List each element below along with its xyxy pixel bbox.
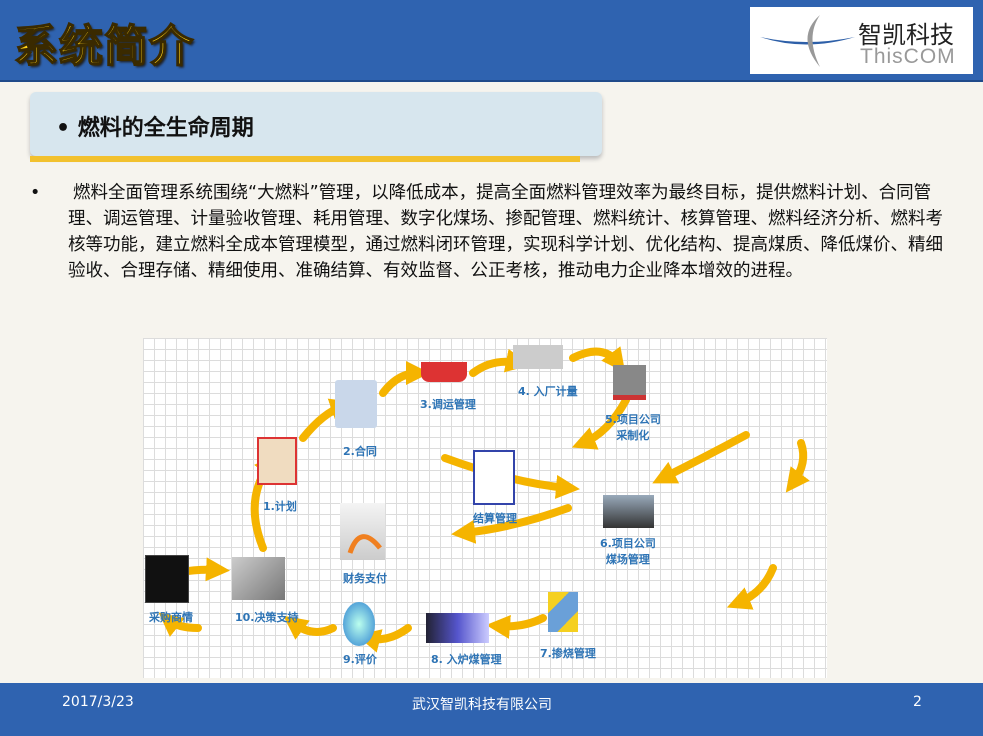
node-contract-label: 2.合同 xyxy=(343,445,377,458)
decision-3d-chart-icon xyxy=(232,557,285,600)
page-title: 系统简介 xyxy=(13,20,194,73)
description-paragraph: • 燃料全面管理系统围绕“大燃料”管理，以降低成本，提高全面燃料管理效率为最终目… xyxy=(30,180,950,284)
coal-yard-icon xyxy=(603,495,654,528)
arrow xyxy=(451,504,572,544)
node-settlement-label: 结算管理 xyxy=(473,512,517,525)
node-decision-label: 10.决策支持 xyxy=(235,611,299,624)
market-chart-icon xyxy=(145,555,189,603)
node-yard-label: 6.项目公司 煤场管理 xyxy=(600,537,656,566)
node-sampling-label: 5.项目公司 采制化 xyxy=(605,413,661,442)
blending-icon xyxy=(548,592,578,632)
arrow xyxy=(469,348,530,377)
lifecycle-diagram: 采购商情 10.决策支持 1.计划 2.合同 3.调运管理 4. 入厂计量 5.… xyxy=(143,338,827,678)
section-title-text: 燃料的全生命周期 xyxy=(77,116,254,141)
arrow xyxy=(785,439,810,493)
arrow xyxy=(726,564,777,610)
arrow xyxy=(571,396,630,450)
logo-text-cn: 智凯科技 xyxy=(858,21,954,49)
node-payment-label: 财务支付 xyxy=(343,572,387,585)
arrow xyxy=(486,614,547,639)
node-blending-label: 7.掺烧管理 xyxy=(540,647,596,660)
node-market-label: 采购商情 xyxy=(149,611,193,624)
company-logo: 智凯科技 ThisCOM xyxy=(748,5,975,76)
logo-text-en: ThisCOM xyxy=(860,45,956,68)
section-underline xyxy=(30,156,580,162)
node-plan-label: 1.计划 xyxy=(263,500,297,513)
ship-icon xyxy=(421,362,467,382)
section-header xyxy=(30,92,602,156)
arrow xyxy=(283,615,337,640)
footer-company: 武汉智凯科技有限公司 xyxy=(412,697,552,713)
footer-bar xyxy=(0,683,983,736)
arrow xyxy=(158,612,202,637)
section-title: • 燃料的全生命周期 xyxy=(56,110,254,142)
arrow xyxy=(652,431,750,484)
bullet: • xyxy=(30,183,41,203)
evaluation-icon xyxy=(343,602,375,646)
sampling-machine-icon xyxy=(613,365,646,400)
arrow xyxy=(379,361,430,397)
contract-document-icon xyxy=(335,380,377,428)
settlement-handshake-icon xyxy=(473,450,515,505)
footer-date: 2017/3/23 xyxy=(62,694,134,710)
alipay-icon xyxy=(340,503,385,560)
page-number: 2 xyxy=(913,694,922,710)
arrow xyxy=(356,624,412,653)
node-metering-label: 4. 入厂计量 xyxy=(518,385,578,398)
node-evaluation-label: 9.评价 xyxy=(343,653,377,666)
description-text: 燃料全面管理系统围绕“大燃料”管理，以降低成本，提高全面燃料管理效率为最终目标，… xyxy=(68,183,943,281)
truck-scale-icon xyxy=(513,345,563,369)
arrow xyxy=(569,346,626,373)
furnace-icon xyxy=(426,613,489,643)
node-furnace-label: 8. 入炉煤管理 xyxy=(431,653,502,666)
logo-swoosh-icon xyxy=(760,15,855,67)
bullet: • xyxy=(56,116,71,141)
calendar-folder-icon xyxy=(257,437,297,485)
node-transport-label: 3.调运管理 xyxy=(420,398,476,411)
